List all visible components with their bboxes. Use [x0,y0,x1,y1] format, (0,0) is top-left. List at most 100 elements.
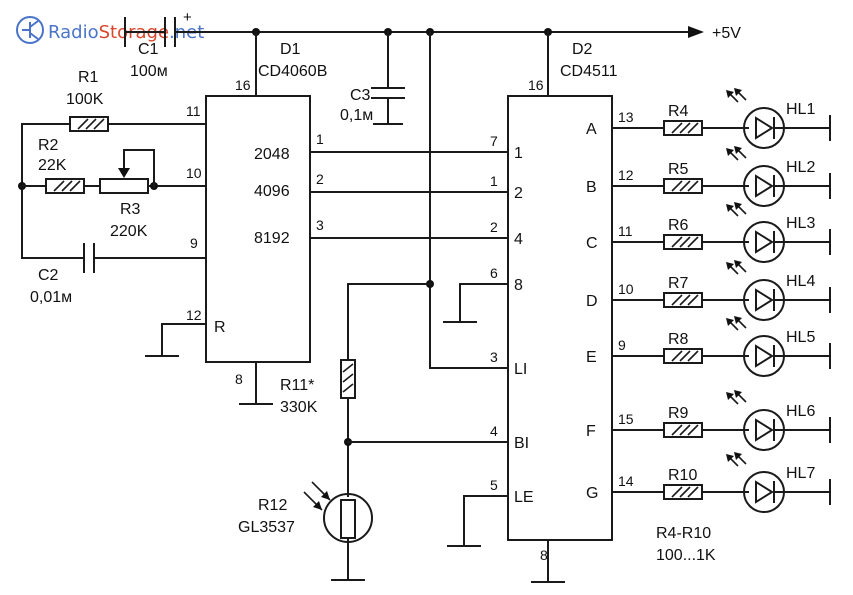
d2-pin-vss: 8 [540,547,548,563]
segment-resistor-ref: R7 [668,275,689,292]
r2-ref: R2 [38,137,59,154]
resistor-r11: R11* 330K [280,359,356,497]
d2-segment-label: B [586,179,597,196]
d2-segment-pin: 14 [618,473,634,489]
led-ref: HL3 [786,215,815,232]
photoresistor-r12: R12 GL3537 [238,481,373,581]
capacitor-c3: C3 0,1м [340,31,405,125]
d1-pin-11: 11 [186,103,201,119]
d2-input-pin: 4 [490,423,498,439]
led-ref: HL5 [786,329,815,346]
led-ref: HL1 [786,101,815,118]
d2-segment-pin: 9 [618,337,626,353]
d2-segment-pin: 10 [618,281,634,297]
d1-pin-10: 10 [186,165,202,181]
segment-resistor-ref: R5 [668,161,689,178]
d1-pin-3: 3 [316,217,324,233]
r11-ref: R11* [280,377,314,394]
d1-out-8192: 8192 [254,230,290,247]
d2-segment-label: G [586,485,598,502]
segment-resistor [663,292,703,308]
d2-ref: D2 [572,41,593,58]
d2-input-label: 2 [514,185,523,202]
capacitor-c1: + C1 100м [124,9,192,80]
d2-input-label: 8 [514,277,523,294]
note-value: 100...1K [656,547,716,564]
d2-input-label: LI [514,361,527,378]
d2-input-label: LE [514,489,534,506]
c3-value: 0,1м [340,107,373,124]
segment-resistor-ref: R9 [668,405,689,422]
c1-value: 100м [130,63,168,80]
r3-ref: R3 [120,201,141,218]
d2-segment-label: C [586,235,598,252]
d2-input-label: BI [514,435,529,452]
d1-reset-label: R [214,319,226,336]
led-ref: HL2 [786,159,815,176]
segment-resistor-ref: R6 [668,217,689,234]
r1-ref: R1 [78,69,99,86]
d2-segment-pin: 11 [618,223,633,239]
segment-resistor [663,120,703,136]
d2-part: CD4511 [560,63,618,80]
segment-resistor-ref: R8 [668,331,689,348]
d2-segment-pin: 12 [618,167,634,183]
segment-channel: E 9 R8 HL5 [586,316,831,377]
led-ref: HL4 [786,273,815,290]
d2-input-pin: 6 [490,265,498,281]
d2-input-pin: 3 [490,349,498,365]
r2-value: 22K [38,157,67,174]
d2-input-label: 1 [514,145,523,162]
d2-segment-pin: 13 [618,109,634,125]
d2-input-pin: 2 [490,219,498,235]
d2-segment-label: E [586,349,597,366]
d1-pin-vdd: 16 [235,77,251,93]
d2-input-label: 4 [514,231,523,248]
d1-pin-2: 2 [316,171,324,187]
potentiometer-r3: R3 220K [99,149,207,240]
resistor-r1: R1 100K [21,69,207,132]
chip-d2: D2 CD4511 16 8 [507,31,618,583]
d2-segment-label: F [586,423,596,440]
c2-ref: C2 [38,267,59,284]
segment-resistor-ref: R10 [668,467,697,484]
d2-segment-pin: 15 [618,411,634,427]
chip-d1: D1 CD4060B 16 8 2048 4096 8192 R 11 10 9… [186,31,327,405]
d1-pin-1: 1 [316,131,324,147]
supply-label: +5V [712,25,741,42]
d1-out-4096: 4096 [254,183,290,200]
segment-resistor [663,234,703,250]
segment-resistor [663,484,703,500]
segment-resistor [663,422,703,438]
segment-channel: F 15 R9 HL6 [586,390,831,451]
d1-ref: D1 [280,41,301,58]
r12-ref: R12 [258,497,287,514]
svg-text:+: + [183,9,192,26]
segment-channel: B 12 R5 HL2 [586,146,831,207]
c1-ref: C1 [138,41,159,58]
segment-resistor [663,178,703,194]
d2-segment-label: A [586,121,597,138]
r11-value: 330K [280,399,318,416]
watermark-logo-icon [16,16,44,44]
d1-out-2048: 2048 [254,146,290,163]
segment-channel: G 14 R10 HL7 [586,452,831,513]
r3-value: 220K [110,223,148,240]
r1-value: 100K [66,91,104,108]
d2-input-pin: 5 [490,477,498,493]
led-ref: HL7 [786,465,815,482]
d2-input-pin: 7 [490,133,498,149]
d1-pin-vss: 8 [235,371,243,387]
capacitor-c2: C2 0,01м [21,243,207,306]
segment-channel: C 11 R6 HL3 [586,202,831,263]
d2-pin-vdd: 16 [528,77,544,93]
led-ref: HL6 [786,403,815,420]
d1-pin-9: 9 [190,235,198,251]
d1-pin-12: 12 [186,307,202,323]
